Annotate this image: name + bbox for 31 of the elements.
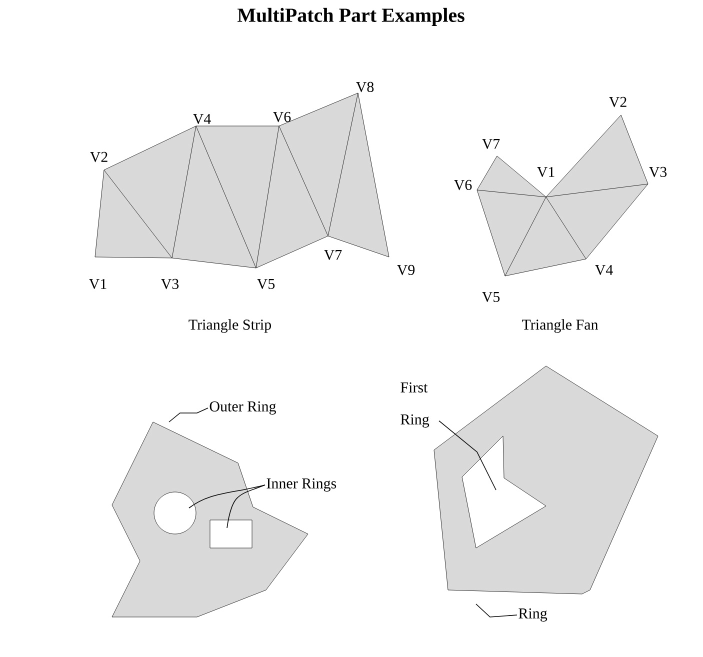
vertex-label: V5 — [257, 278, 275, 290]
vertex-label: V1 — [89, 278, 106, 290]
vertex-label: V6 — [454, 180, 472, 190]
hole-polygon — [462, 436, 546, 548]
callout-text: Inner Rings — [266, 478, 336, 492]
vertex-label: V8 — [356, 82, 374, 92]
hole-rectangle — [210, 520, 252, 548]
vertex-label: V1 — [537, 166, 554, 178]
vertex-label: V6 — [273, 112, 291, 122]
vertex-label: V4 — [595, 264, 613, 276]
callout-text: Ring — [518, 608, 548, 622]
caption: Triangle Strip — [188, 319, 272, 333]
leader-line — [476, 604, 518, 618]
vertex-label: V5 — [482, 292, 500, 302]
title: MultiPatch Part Examples — [237, 8, 464, 26]
vertex-label: V2 — [609, 96, 626, 108]
leader-line — [438, 420, 496, 490]
vertex-label: V7 — [482, 138, 500, 150]
caption: Triangle Fan — [522, 319, 598, 333]
leader-line — [226, 484, 266, 528]
vertex-label: V3 — [649, 166, 667, 178]
vertex-label: V4 — [193, 114, 211, 124]
vertex-label: V3 — [161, 278, 179, 290]
vertex-label: V7 — [324, 250, 342, 260]
callout-text: Outer Ring — [210, 401, 276, 415]
leader-line — [188, 484, 266, 508]
callout-text: First Ring — [400, 382, 430, 428]
leader-line — [168, 408, 208, 422]
vertex-label: V9 — [397, 264, 415, 276]
hole-circle — [154, 492, 196, 534]
vertex-label: V2 — [90, 152, 108, 162]
